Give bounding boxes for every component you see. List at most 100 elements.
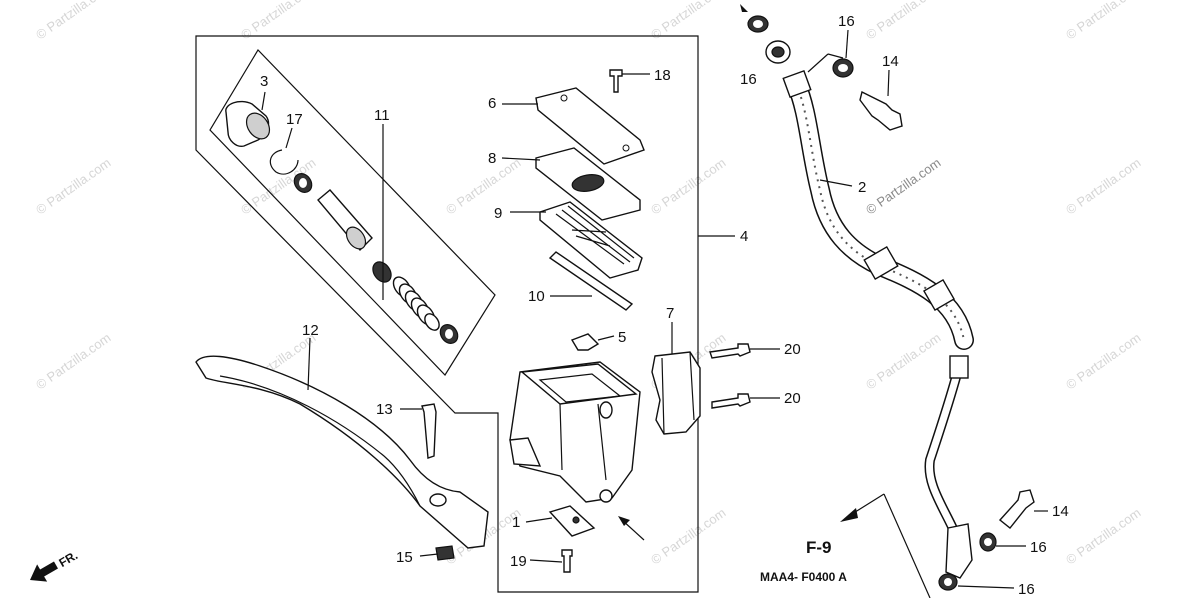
- callout-label: 8: [488, 150, 496, 167]
- pivot-nut-part: [435, 545, 455, 561]
- section-ref: F-9: [806, 538, 832, 557]
- circlip-part: [269, 149, 299, 175]
- washer-hole: [838, 64, 848, 72]
- diaphragm-ridges: [555, 205, 635, 265]
- cap-screw-part: [609, 69, 623, 93]
- hose-crimps: [782, 69, 955, 311]
- reservoir-cover-part: [535, 87, 645, 165]
- assembly-frame: [195, 35, 699, 593]
- watermark: © Partzilla.com: [863, 0, 943, 42]
- holder-bolt-lower: [711, 393, 751, 409]
- cover-hole: [622, 144, 630, 152]
- cover-hole: [560, 94, 568, 102]
- watermark: © Partzilla.com: [1063, 330, 1143, 393]
- callout-label: 5: [618, 329, 626, 346]
- direction-arrow: [740, 4, 748, 12]
- callout-label: 15: [396, 549, 413, 566]
- seal-part: [372, 261, 392, 283]
- callout-label: 7: [666, 305, 674, 322]
- washer-hole: [944, 578, 952, 586]
- callout-label: 13: [376, 401, 393, 418]
- boot-opening: [245, 112, 271, 140]
- callout-label: 6: [488, 95, 496, 112]
- body-port: [599, 401, 613, 419]
- callout-label: 2: [858, 179, 866, 196]
- master-cylinder-body: [509, 333, 701, 573]
- plate-opening: [571, 174, 605, 192]
- watermark: © Partzilla.com: [443, 155, 523, 218]
- watermark: © Partzilla.com: [33, 155, 113, 218]
- watermark: © Partzilla.com: [648, 505, 728, 568]
- callout-label: 14: [1052, 503, 1069, 520]
- body-mount-tab: [509, 437, 542, 467]
- callout-label: 16: [1030, 539, 1047, 556]
- front-indicator: FR.: [30, 548, 80, 582]
- brake-hose: [747, 15, 1035, 591]
- callout-label: 9: [494, 205, 502, 222]
- pivot-bolt-part: [421, 403, 437, 459]
- callout-label: 17: [286, 111, 303, 128]
- switch-part: [548, 505, 596, 537]
- callout-label: 10: [528, 288, 545, 305]
- watermark: © Partzilla.com: [1063, 0, 1143, 42]
- watermark: © Partzilla.com: [33, 330, 113, 393]
- spring-part: [392, 276, 440, 331]
- switch-screw-part: [561, 549, 573, 573]
- reservoir-parts: [535, 69, 645, 311]
- callout-label: 12: [302, 322, 319, 339]
- callout-label: 16: [838, 13, 855, 30]
- front-label: FR.: [56, 548, 80, 570]
- callouts: 1 2 3 4 5 6 7 8 9 10 11 12 13 14 14 15 1…: [260, 13, 1069, 598]
- hose-joint: [949, 355, 969, 379]
- leader-lines: [261, 29, 1048, 589]
- drawing-code: MAA4- F0400 A: [760, 570, 847, 584]
- brake-lever: [195, 355, 489, 561]
- callout-label: 11: [374, 107, 390, 124]
- watermark: © Partzilla.com: [1063, 155, 1143, 218]
- callout-label: 20: [784, 341, 801, 358]
- piston-kit-frame: [209, 49, 496, 376]
- callout-label: 16: [1018, 581, 1035, 598]
- section-ref-arrow: [840, 508, 858, 522]
- watermark: © Partzilla.com: [863, 330, 943, 393]
- bleeder-part: [570, 333, 600, 351]
- lower-banjo: [945, 523, 973, 579]
- section-ref-leader: [851, 493, 931, 598]
- callout-label: 1: [512, 514, 520, 531]
- body-pivot: [599, 489, 613, 503]
- lever-part: [195, 355, 489, 549]
- callout-label: 16: [740, 71, 757, 88]
- washer-hole: [984, 538, 992, 546]
- watermark: © Partzilla.com: [863, 155, 943, 218]
- brake-pipe-inner: [925, 369, 970, 562]
- watermark: © Partzilla.com: [1063, 505, 1143, 568]
- front-arrow-icon: [30, 561, 58, 582]
- watermark: © Partzilla.com: [648, 155, 728, 218]
- end-cap-hole: [445, 329, 453, 339]
- callout-label: 18: [654, 67, 671, 84]
- washer-hole: [753, 20, 763, 28]
- callout-label: 3: [260, 73, 268, 90]
- banjo-bolt-upper: [859, 90, 903, 131]
- switch-contact: [572, 516, 580, 524]
- piston-kit: [225, 100, 459, 344]
- washer-hole: [299, 178, 307, 188]
- callout-label: 19: [510, 553, 527, 570]
- callout-label: 4: [740, 228, 748, 245]
- lever-edge: [219, 375, 421, 507]
- callout-label: 14: [882, 53, 899, 70]
- holder-bolts: [709, 343, 751, 409]
- callout-label: 20: [784, 390, 801, 407]
- piston-cup: [345, 226, 367, 250]
- upper-banjo-hole: [771, 46, 785, 58]
- float-part: [548, 251, 634, 311]
- holder-edge: [661, 351, 695, 435]
- body-reservoir-rim: [520, 363, 638, 405]
- banjo-bolt-lower: [998, 489, 1035, 529]
- arrow-head: [618, 516, 630, 526]
- holder-bolt-upper: [709, 343, 751, 359]
- watermark: © Partzilla.com: [33, 0, 113, 42]
- body-inner: [538, 373, 622, 481]
- lever-pivot-hole: [429, 493, 447, 507]
